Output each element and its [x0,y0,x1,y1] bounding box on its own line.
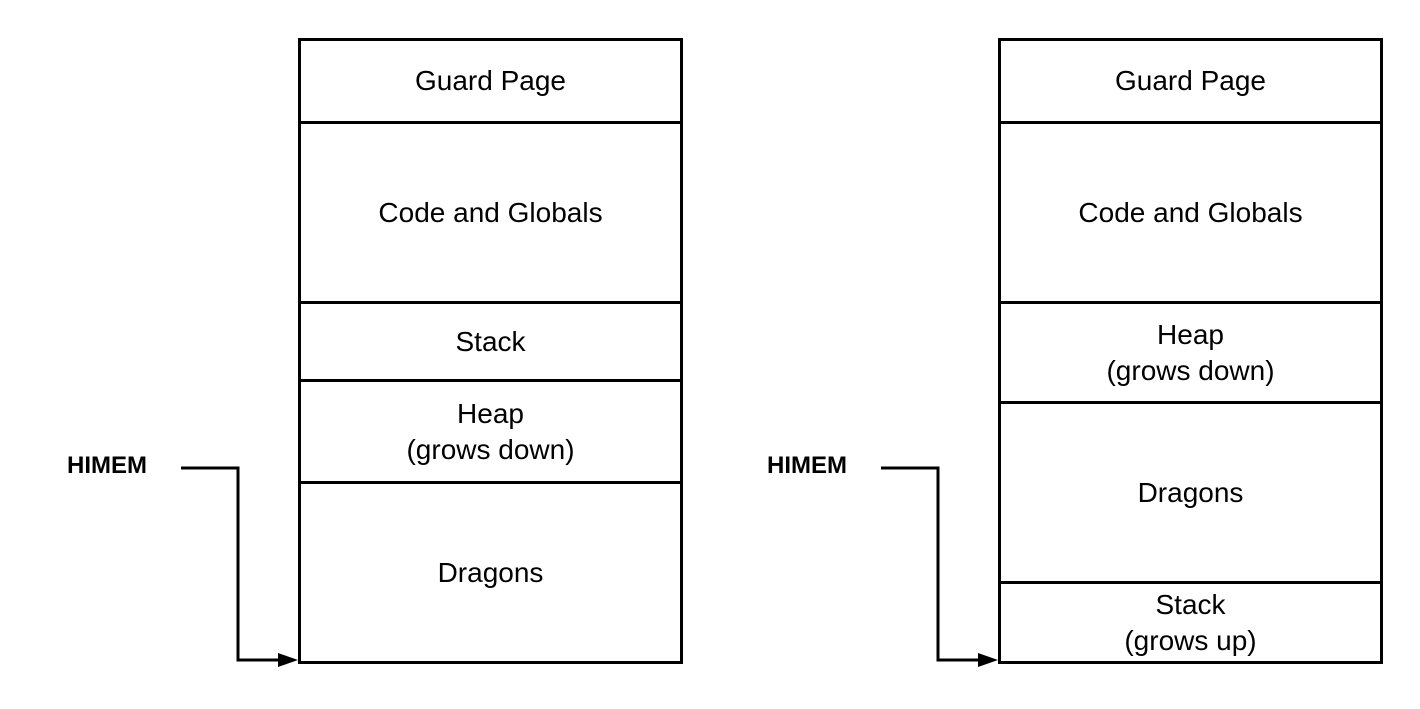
himem-arrow-right [881,466,998,667]
region-sublabel: (grows down) [1106,354,1275,386]
region-label: Heap [1157,318,1224,350]
region-sublabel: (grows down) [406,433,575,465]
region-label: Guard Page [1115,65,1266,96]
himem-label-left: HIMEM [67,452,147,479]
arrow-head-icon [278,653,298,667]
region-label: Stack [455,325,526,357]
region-stack: Stack (grows up) [1001,581,1380,661]
region-heap: Heap (grows down) [1001,301,1380,401]
region-dragons: Dragons [1001,401,1380,581]
region-guard-page: Guard Page [1001,41,1380,121]
region-code-and-globals: Code and Globals [1001,121,1380,301]
region-label: Guard Page [415,65,566,96]
arrow-head-icon [978,653,998,667]
region-code-and-globals: Code and Globals [301,121,680,301]
region-label: Code and Globals [378,196,603,228]
region-label: Stack [1155,588,1226,620]
arrow-line [181,466,280,662]
region-label: Heap [457,397,524,429]
memory-layout-left: Guard Page Code and Globals Stack Heap (… [298,38,683,664]
region-label: Dragons [1137,476,1244,508]
region-label: Code and Globals [1078,196,1303,228]
region-dragons: Dragons [301,481,680,661]
region-guard-page: Guard Page [301,41,680,121]
himem-label-right: HIMEM [767,452,847,479]
region-heap: Heap (grows down) [301,379,680,481]
memory-layout-right: Guard Page Code and Globals Heap (grows … [998,38,1383,664]
himem-arrow-left [181,466,298,667]
region-label: Dragons [437,556,544,588]
region-sublabel: (grows up) [1124,624,1257,656]
region-stack: Stack [301,301,680,379]
arrow-line [881,466,980,662]
